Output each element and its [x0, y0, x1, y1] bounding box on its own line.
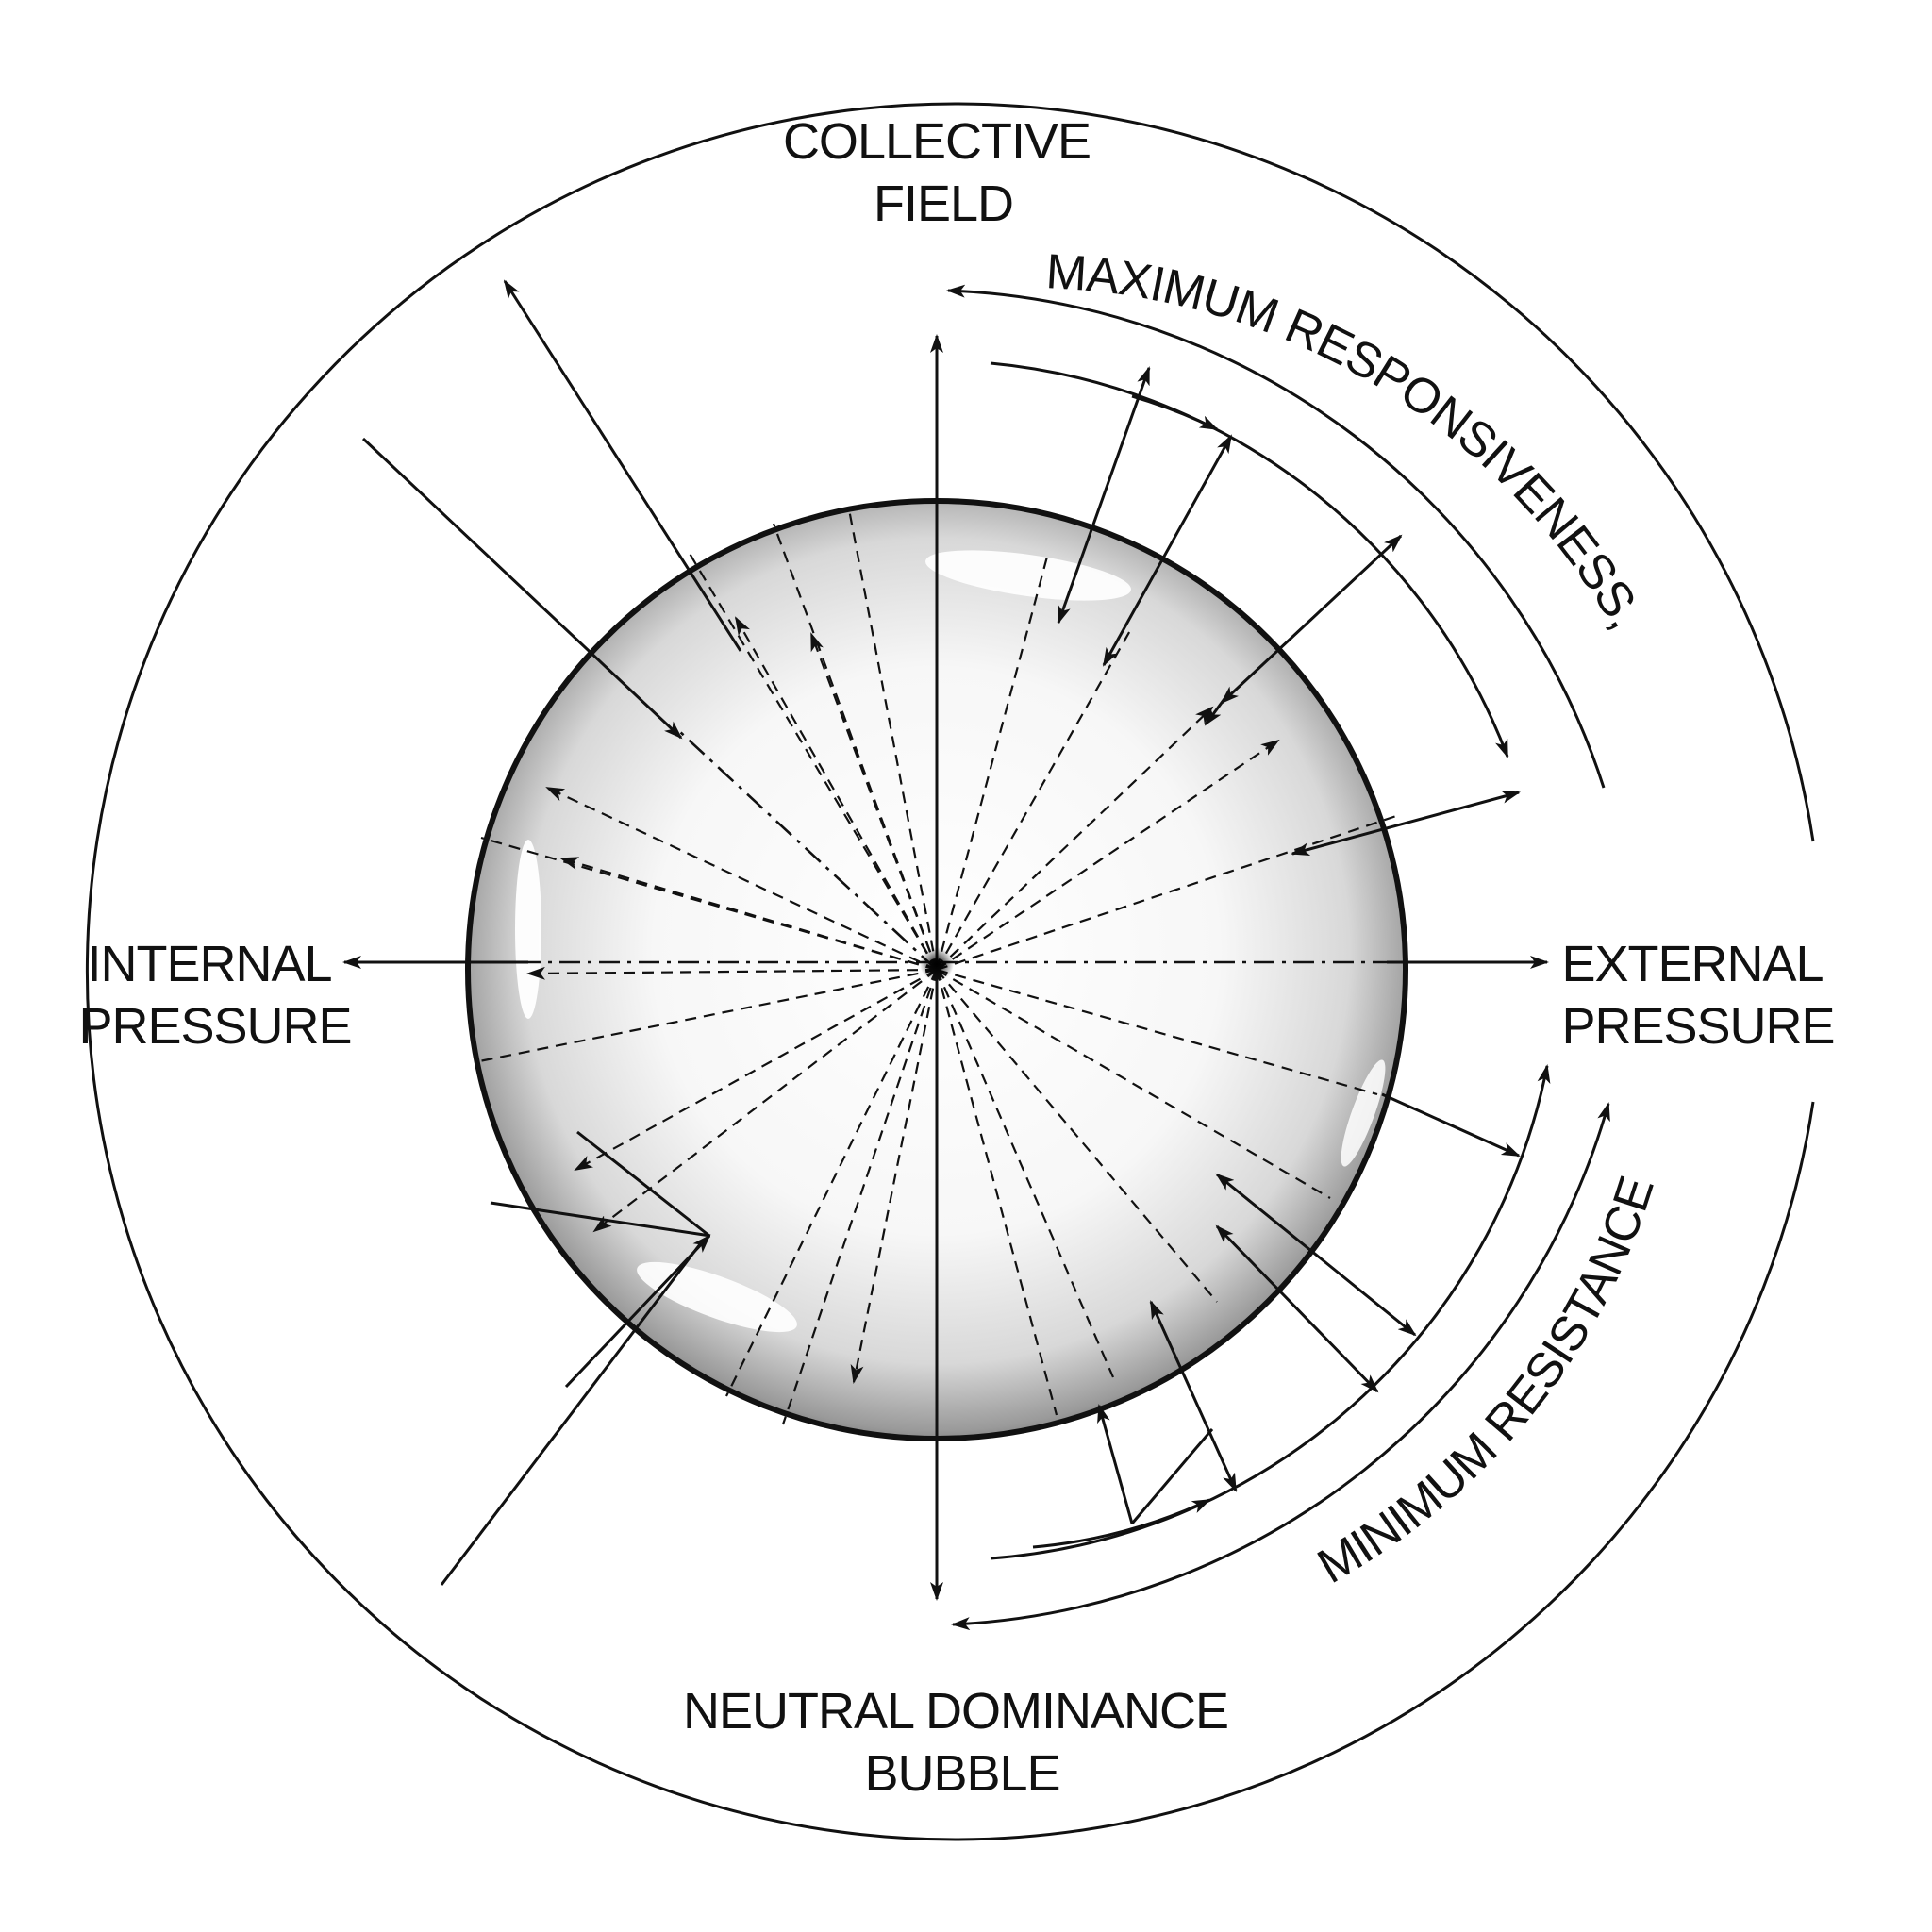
sphere-highlight — [515, 840, 541, 1019]
sphere-highlight — [637, 1261, 797, 1333]
center-point — [920, 947, 954, 981]
label-internal-pressure: INTERNAL PRESSURE — [78, 936, 351, 1055]
label-neutral-dominance-bubble: NEUTRAL DOMINANCE BUBBLE — [683, 1683, 1241, 1802]
label-external-pressure: EXTERNAL PRESSURE — [1561, 936, 1834, 1055]
responsiveness-arrows — [1057, 366, 1521, 857]
radial-rays — [478, 508, 1397, 1425]
label-collective-field: COLLECTIVE FIELD — [783, 113, 1104, 232]
outer-boundary-circle — [85, 102, 1815, 1841]
responsiveness-arcs — [946, 284, 1606, 789]
resistance-arcs — [951, 1064, 1610, 1631]
inward-arrows-left — [361, 279, 742, 1586]
inward-arrow-lower-left — [564, 1234, 711, 1389]
